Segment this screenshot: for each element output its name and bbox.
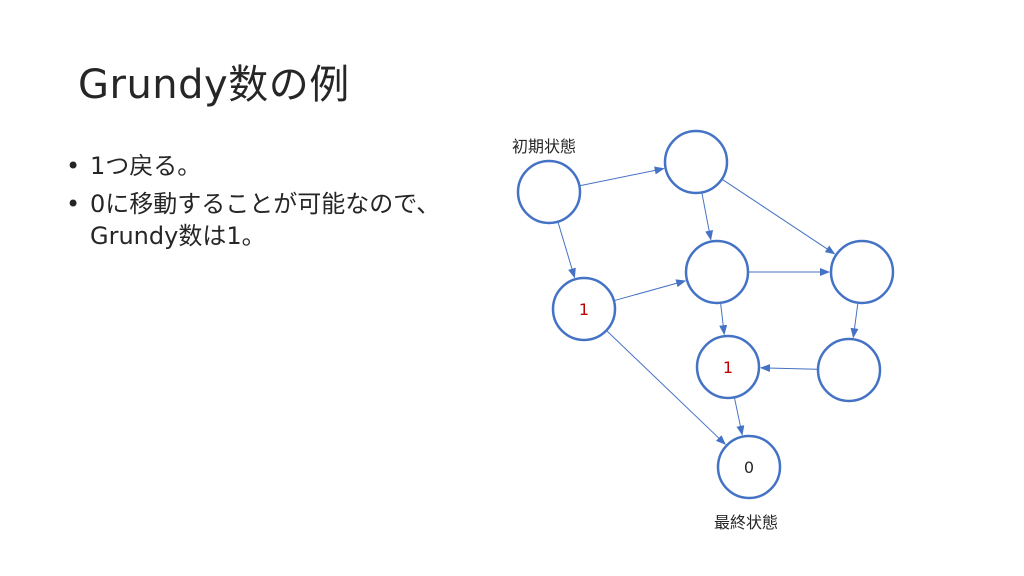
edge-arrow-n1-n3 [557,222,576,279]
initial-state-label: 初期状態 [512,137,576,156]
slide-title: Grundy数の例 [78,62,350,108]
node-value-n6: 1 [723,358,733,377]
edge-arrow-n3-n4 [614,279,687,301]
bullet-text: 1つ戻る。 [90,152,202,180]
state-node-n4 [684,239,750,305]
edge-arrow-n7-n6 [759,364,818,373]
edge-arrow-n2-n5 [722,179,836,255]
bullet-text: 0に移動することが可能なので、Grundy数は1。 [90,190,441,250]
state-node-n1 [516,159,582,225]
node-value-n3: 1 [579,300,589,319]
edge-arrow-n1-n2 [580,166,665,187]
state-node-n5 [829,239,895,305]
state-node-n7 [816,337,882,403]
edge-arrow-n5-n7 [850,303,859,339]
edges-layer [557,166,859,445]
nodes-layer: 1 1 0 [516,129,895,500]
state-node-n2 [663,129,729,195]
edge-arrow-n4-n6 [719,303,728,336]
bullet-item: • 1つ戻る。 [66,150,466,182]
state-node-n8 [716,434,782,500]
edge-arrow-n6-n8 [734,398,745,436]
bullet-list: • 1つ戻る。 • 0に移動することが可能なので、Grundy数は1。 [66,150,466,258]
bullet-item: • 0に移動することが可能なので、Grundy数は1。 [66,188,466,252]
final-state-label: 最終状態 [714,513,778,532]
bullet-dot-icon: • [66,190,81,218]
edge-arrow-n3-n8 [606,330,726,445]
bullet-dot-icon: • [66,152,81,180]
state-node-n3 [551,276,617,342]
state-node-n6 [695,334,761,400]
node-value-n8: 0 [744,458,754,477]
edge-arrow-n2-n4 [701,193,714,241]
